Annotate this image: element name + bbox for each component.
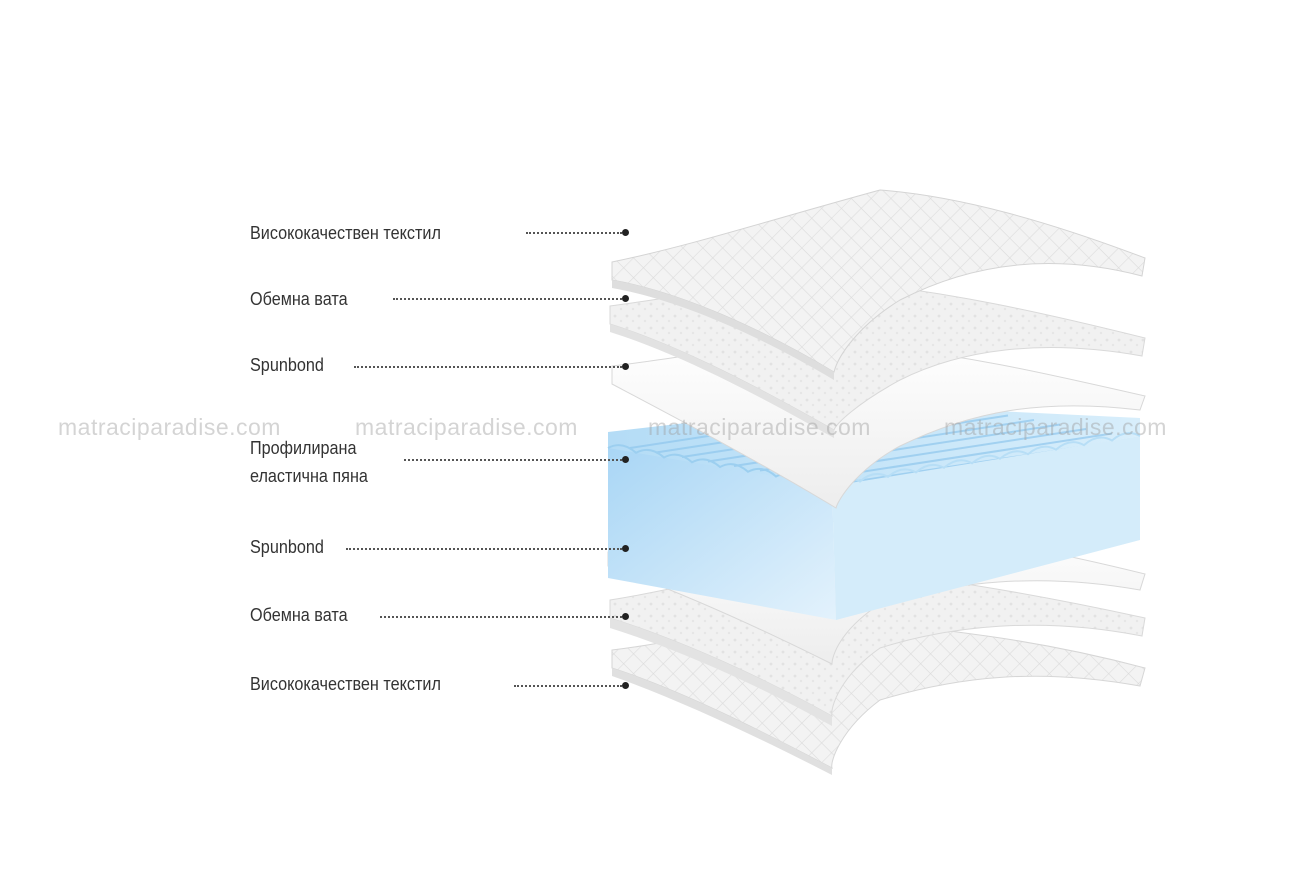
- layer-label-bottom-textile: Висококачествен текстил: [250, 674, 441, 694]
- layer-label-bottom-spunbond: Spunbond: [250, 537, 324, 557]
- bullet-marker: [622, 545, 629, 552]
- bullet-marker: [622, 363, 629, 370]
- bullet-marker: [622, 456, 629, 463]
- bullet-marker: [622, 229, 629, 236]
- layer-label-top-spunbond: Spunbond: [250, 355, 324, 375]
- leader-line: [354, 366, 622, 368]
- layer-top-textile: [611, 189, 1146, 380]
- leader-line: [526, 232, 622, 234]
- watermark-text: matraciparadise.com: [58, 414, 281, 440]
- leader-line: [514, 685, 622, 687]
- leader-line: [393, 298, 622, 300]
- layer-label-top-textile: Висококачествен текстил: [250, 223, 441, 243]
- bullet-marker: [622, 682, 629, 689]
- leader-line: [380, 616, 622, 618]
- watermark-text: matraciparadise.com: [944, 414, 1167, 440]
- layer-label-foam-line1: Профилирана: [250, 438, 357, 458]
- bullet-marker: [622, 295, 629, 302]
- bullet-marker: [622, 613, 629, 620]
- leader-line: [404, 459, 622, 461]
- layer-profiled-foam: [607, 401, 1141, 620]
- leader-line: [346, 548, 622, 550]
- layer-label-top-wadding: Обемна вата: [250, 289, 348, 309]
- watermark-text: matraciparadise.com: [355, 414, 578, 440]
- layer-label-bottom-wadding: Обемна вата: [250, 605, 348, 625]
- watermark-text: matraciparadise.com: [648, 414, 871, 440]
- layer-label-foam-line2: еластична пяна: [250, 466, 368, 486]
